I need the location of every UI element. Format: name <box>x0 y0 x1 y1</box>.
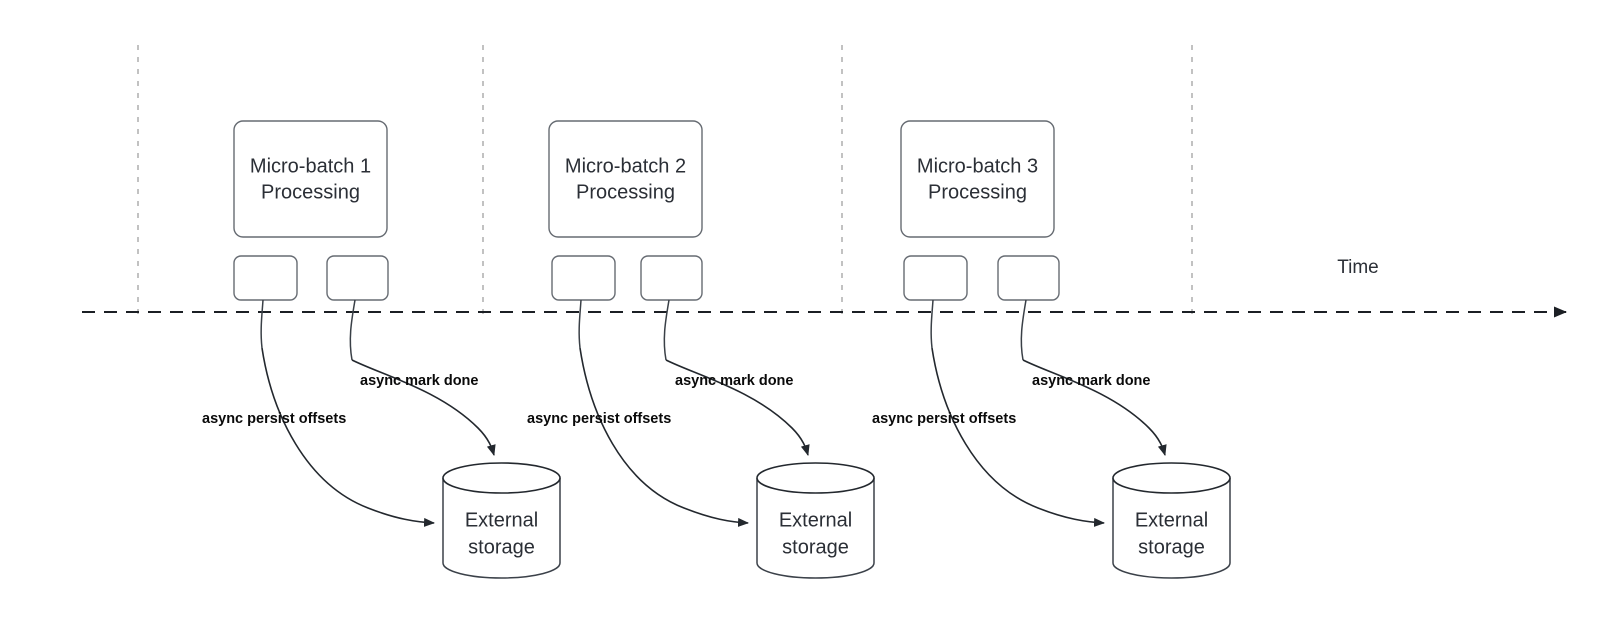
external-storage-3-label-line1: External <box>1135 509 1208 531</box>
task-box-2b[interactable] <box>640 255 703 301</box>
edge-persist-offsets-2 <box>579 347 749 527</box>
micro-batch-2-label-line1: Micro-batch 2 <box>565 155 686 177</box>
external-storage-2-label-line2: storage <box>782 536 849 558</box>
micro-batch-3-label-line1: Micro-batch 3 <box>917 155 1038 177</box>
edge-label-mark-done-3: async mark done <box>1032 373 1150 389</box>
task-box-1a[interactable] <box>233 255 298 301</box>
edge-label-mark-done-1: async mark done <box>360 373 478 389</box>
time-axis: Time <box>82 257 1567 318</box>
group-2: Micro-batch 2 Processing External storag… <box>527 120 875 579</box>
connector-2a <box>578 299 582 349</box>
connector-1b <box>349 299 356 361</box>
edge-mark-done-3 <box>1022 359 1167 456</box>
micro-batch-2-box[interactable] <box>548 120 703 238</box>
task-box-2a[interactable] <box>551 255 616 301</box>
task-box-3b[interactable] <box>997 255 1060 301</box>
external-storage-1-node[interactable]: External storage <box>442 462 561 579</box>
external-storage-2-cylinder[interactable] <box>756 478 875 579</box>
micro-batch-1-node[interactable]: Micro-batch 1 Processing <box>233 120 388 238</box>
edge-label-persist-offsets-2: async persist offsets <box>527 411 671 427</box>
task-box-3a[interactable] <box>903 255 968 301</box>
external-storage-1-top <box>442 462 561 494</box>
edge-mark-done-2 <box>665 359 810 456</box>
external-storage-3-node[interactable]: External storage <box>1112 462 1231 579</box>
edge-label-persist-offsets-3: async persist offsets <box>872 411 1016 427</box>
micro-batch-2-label-line2: Processing <box>576 181 675 203</box>
edge-persist-offsets-1 <box>261 347 435 527</box>
micro-batch-3-label-line2: Processing <box>928 181 1027 203</box>
edge-mark-done-1 <box>351 359 496 456</box>
external-storage-2-label-line1: External <box>779 509 852 531</box>
micro-batch-1-label-line1: Micro-batch 1 <box>250 155 371 177</box>
external-storage-3-cylinder[interactable] <box>1112 478 1231 579</box>
micro-batch-1-label-line2: Processing <box>261 181 360 203</box>
micro-batch-3-box[interactable] <box>900 120 1055 238</box>
external-storage-3-top <box>1112 462 1231 494</box>
group-1: Micro-batch 1 Processing External storag… <box>202 120 561 579</box>
connector-2b <box>663 299 670 361</box>
edge-persist-offsets-3 <box>931 347 1105 527</box>
connector-3b <box>1020 299 1027 361</box>
connector-1a <box>260 299 264 349</box>
batch-boundaries <box>137 45 1193 320</box>
connector-3a <box>930 299 934 349</box>
micro-batch-1-box[interactable] <box>233 120 388 238</box>
time-axis-label: Time <box>1337 257 1379 278</box>
external-storage-1-cylinder[interactable] <box>442 478 561 579</box>
external-storage-1-label-line2: storage <box>468 536 535 558</box>
micro-batch-3-node[interactable]: Micro-batch 3 Processing <box>900 120 1055 238</box>
edge-label-mark-done-2: async mark done <box>675 373 793 389</box>
external-storage-1-label-line1: External <box>465 509 538 531</box>
external-storage-2-top <box>756 462 875 494</box>
external-storage-3-label-line2: storage <box>1138 536 1205 558</box>
group-3: Micro-batch 3 Processing External storag… <box>872 120 1231 579</box>
external-storage-2-node[interactable]: External storage <box>756 462 875 579</box>
task-box-1b[interactable] <box>326 255 389 301</box>
edge-label-persist-offsets-1: async persist offsets <box>202 411 346 427</box>
micro-batch-2-node[interactable]: Micro-batch 2 Processing <box>548 120 703 238</box>
